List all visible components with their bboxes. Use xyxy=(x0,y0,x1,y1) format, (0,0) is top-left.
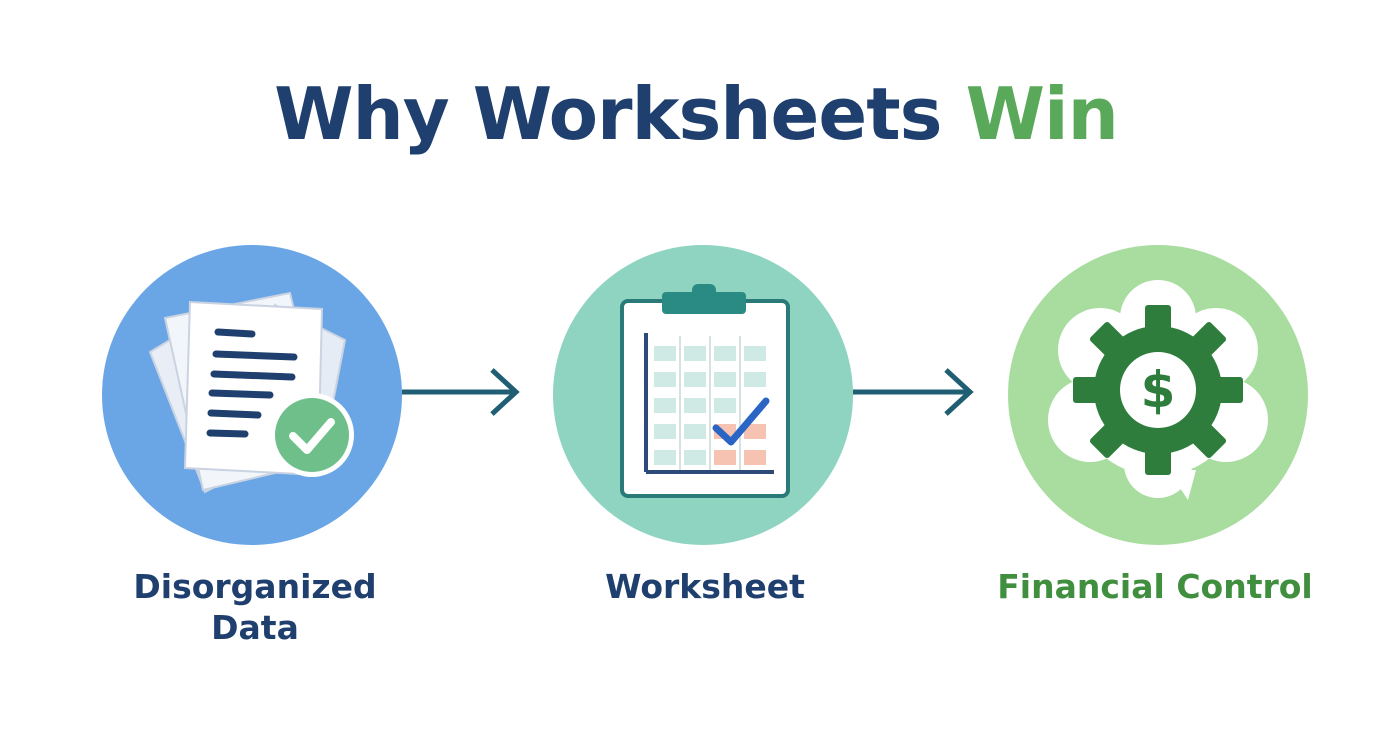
dollar-gear-icon: $ xyxy=(1048,280,1268,500)
title-main: Why Worksheets xyxy=(274,72,942,156)
step-label-financial-control: Financial Control xyxy=(997,567,1313,606)
step-worksheet xyxy=(553,245,853,545)
step-label-worksheet: Worksheet xyxy=(605,567,805,606)
title-accent: Win xyxy=(965,72,1119,156)
dollar-sign-icon: $ xyxy=(1141,361,1176,419)
check-badge xyxy=(275,398,349,472)
page-title: Why Worksheets Win xyxy=(0,78,1392,150)
clipboard-chart-icon xyxy=(620,284,790,498)
step-disorganized-data xyxy=(102,245,402,545)
step-label-disorganized-data: Disorganized Data xyxy=(133,567,377,648)
step-financial-control: $ xyxy=(1008,245,1308,545)
check-icon xyxy=(289,418,335,454)
documents-check-icon xyxy=(148,291,354,494)
arrow-2 xyxy=(853,368,974,416)
check-icon xyxy=(712,397,770,446)
arrow-1 xyxy=(402,368,520,416)
